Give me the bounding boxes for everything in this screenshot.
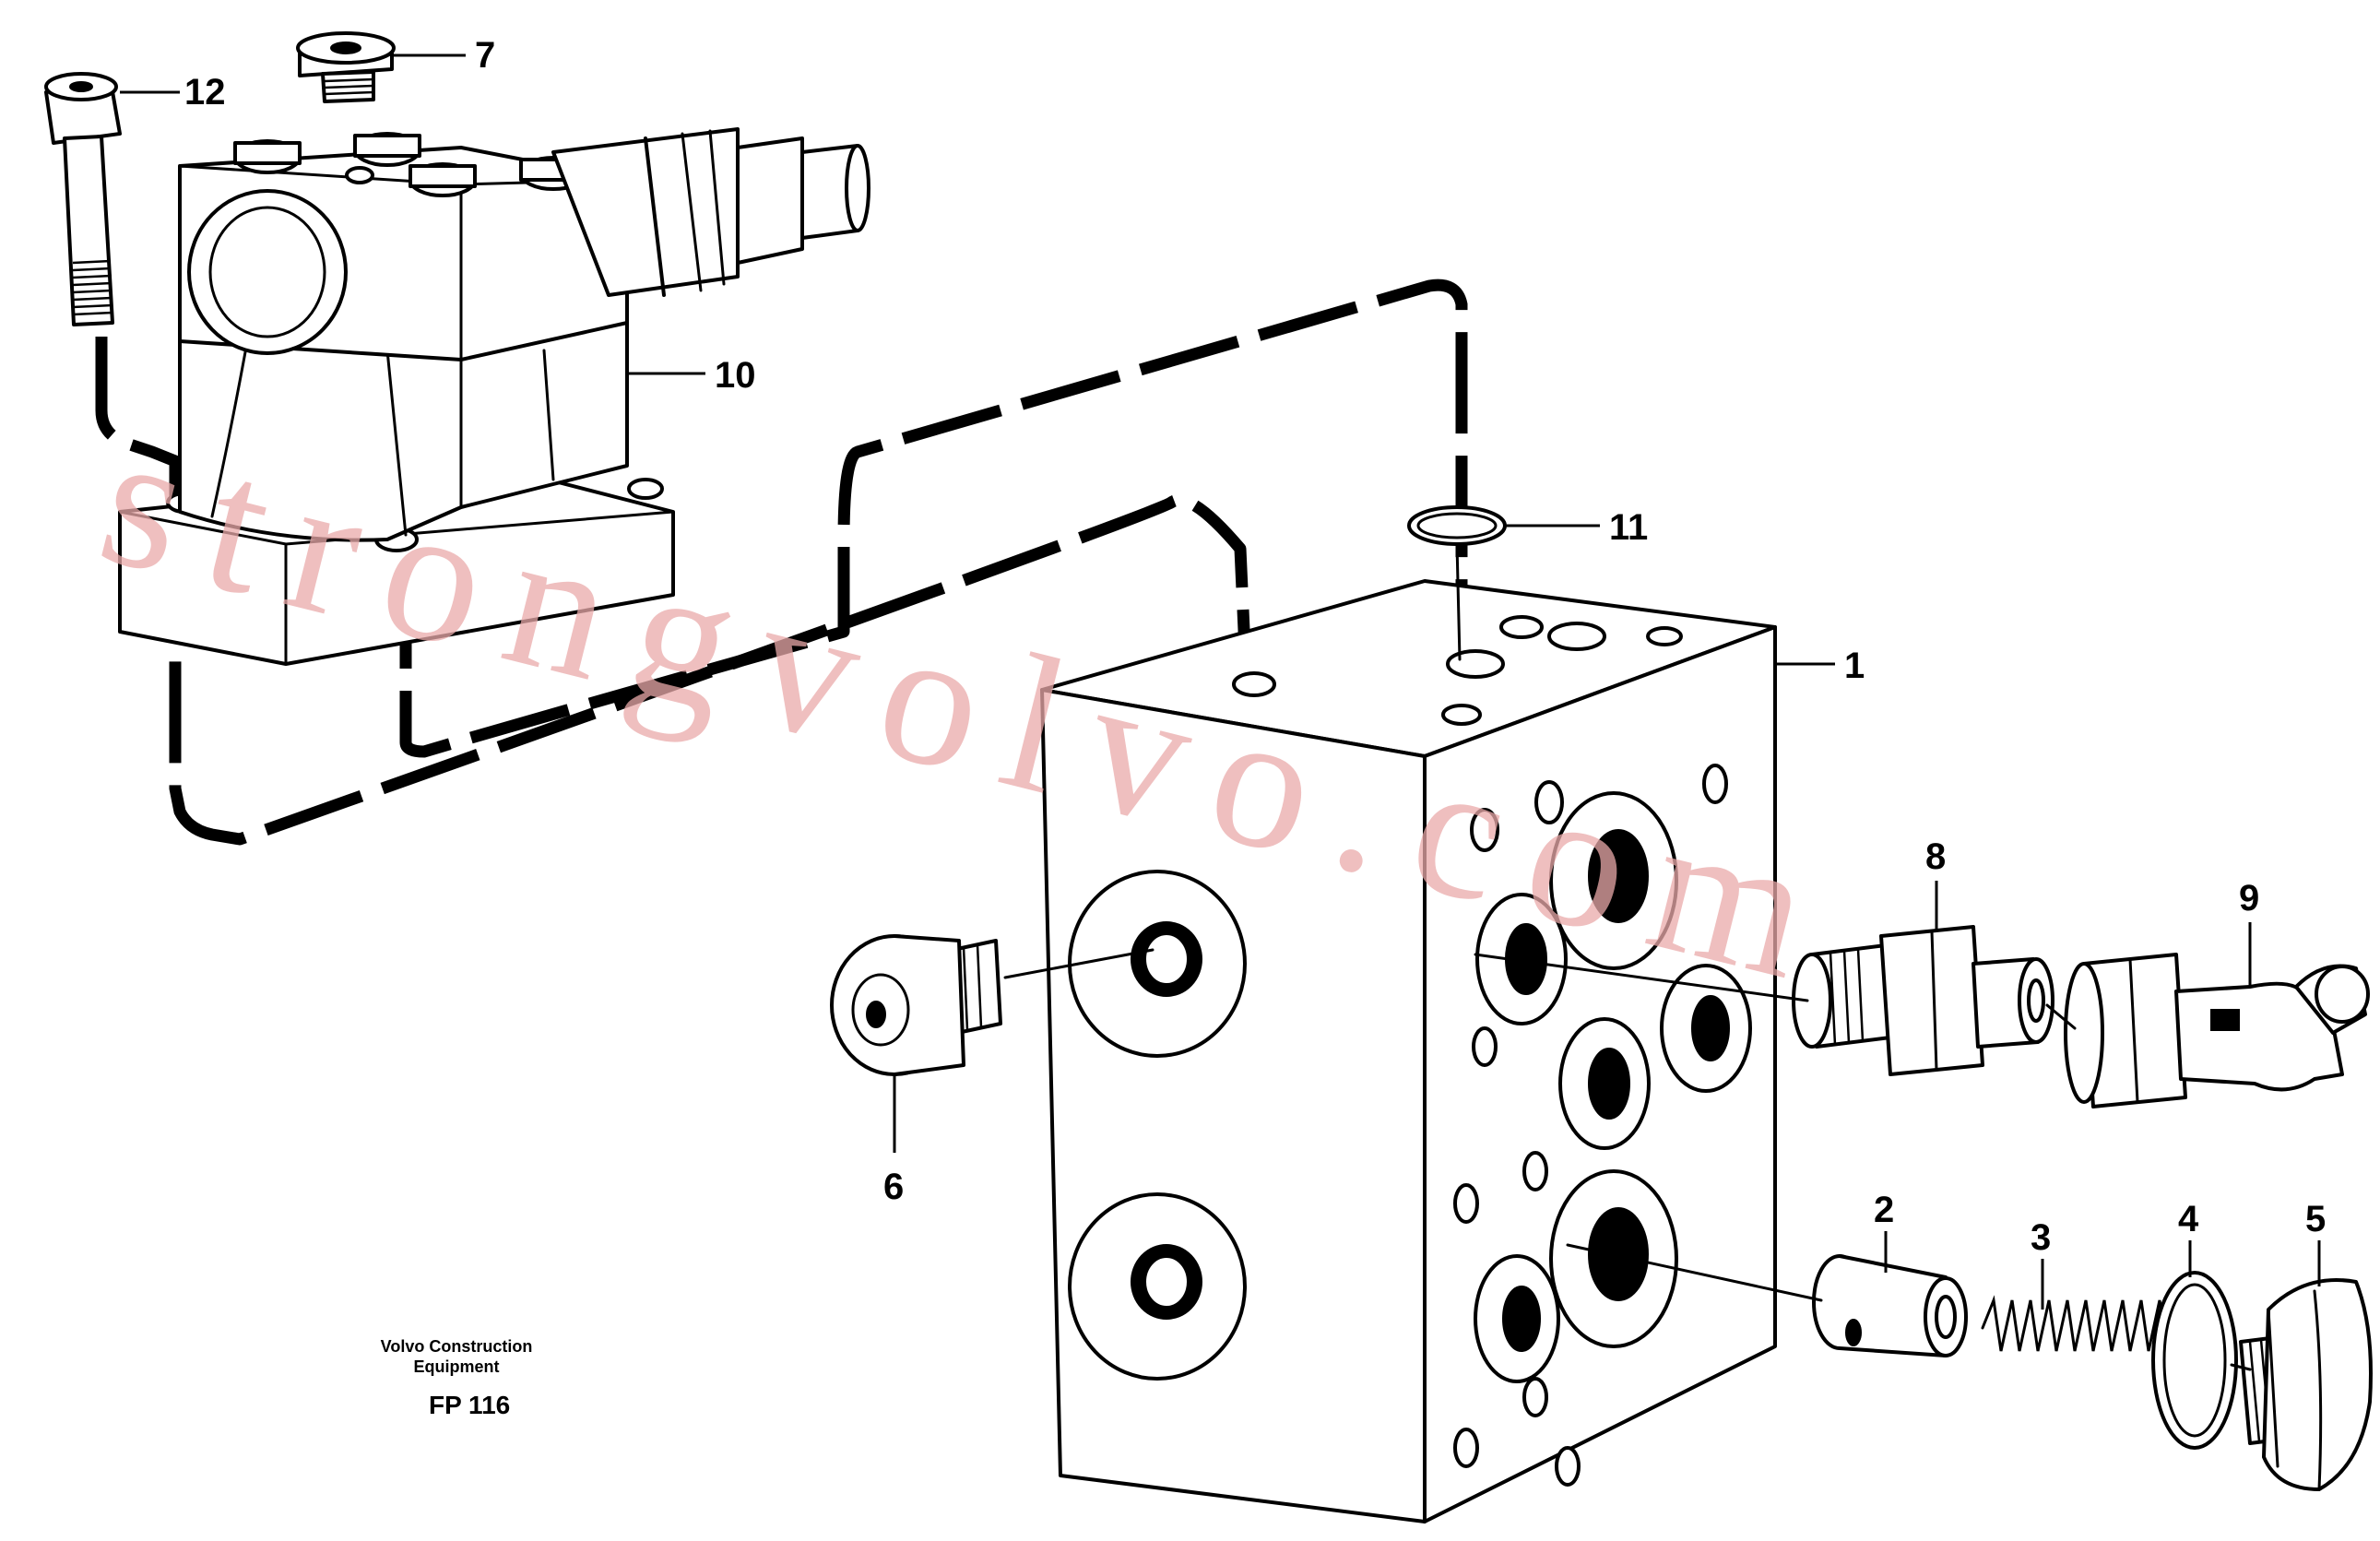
solenoid-valve-housing (118, 127, 870, 666)
assembly-lines (1003, 542, 2252, 1371)
o-ring-4 (2151, 1271, 2238, 1450)
spring-3 (1981, 1295, 2169, 1352)
callout-4: 4 (2178, 1199, 2199, 1239)
callout-numbers: 1 2 3 4 5 6 7 8 9 10 11 12 (184, 35, 2326, 1258)
dashed-line-lower (399, 279, 1468, 758)
leader-lines (120, 53, 2321, 1310)
callout-1: 1 (1844, 646, 1865, 686)
callout-5: 5 (2305, 1199, 2326, 1239)
plug-7 (296, 31, 396, 103)
bolt-12 (44, 72, 122, 326)
callout-10: 10 (715, 355, 756, 396)
caption-block: Volvo Construction Equipment FP 116 (381, 1337, 533, 1419)
brand-line-2: Equipment (414, 1357, 500, 1376)
callout-9: 9 (2239, 878, 2259, 919)
callout-7: 7 (475, 35, 495, 76)
callout-12: 12 (184, 72, 226, 113)
callout-2: 2 (1874, 1190, 1894, 1230)
callout-8: 8 (1925, 836, 1946, 877)
brand-line-1: Volvo Construction (381, 1337, 533, 1356)
adapter-8 (1792, 925, 2054, 1076)
piston-2 (1812, 1254, 1968, 1357)
callout-11: 11 (1609, 507, 1648, 548)
callout-6: 6 (883, 1167, 904, 1207)
plug-6 (830, 934, 1002, 1076)
elbow-9 (2064, 953, 2370, 1108)
callout-3: 3 (2031, 1217, 2051, 1258)
valve-block (1040, 579, 1777, 1523)
plug-5 (2239, 1278, 2373, 1491)
figure-code: FP 116 (429, 1391, 510, 1419)
